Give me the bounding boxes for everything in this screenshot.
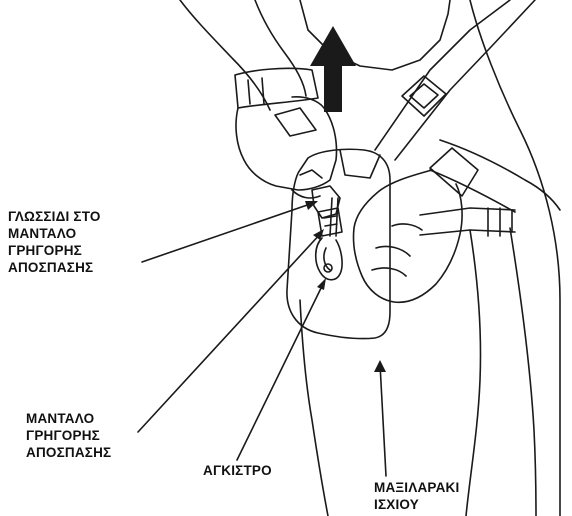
quick-release-buckle-label: ΜΑΝΤΑΛΟ ΓΡΗΓΟΡΗΣ ΑΠΟΣΠΑΣΗΣ xyxy=(26,410,111,461)
leader-hook xyxy=(237,282,324,460)
hip-pad-top-flap xyxy=(340,150,380,178)
body-right-leg xyxy=(466,230,481,516)
shoulder-strap xyxy=(375,0,510,150)
hip-pad-label: ΜΑΞΙΛΑΡΑΚΙ ΙΣΧΙΟΥ xyxy=(374,479,459,513)
hook-label: ΑΓΚΙΣΤΡΟ xyxy=(203,462,272,479)
strap-adjuster xyxy=(402,76,446,116)
leader-pad xyxy=(380,364,386,476)
left-glove xyxy=(236,97,337,190)
quick-release-tab-label: ΓΛΩΣΣΙΔΙ ΣΤΟ ΜΑΝΤΑΛΟ ΓΡΗΓΟΡΗΣ ΑΠΟΣΠΑΣΗΣ xyxy=(8,208,101,276)
left-arm-upper xyxy=(180,0,270,110)
right-glove xyxy=(353,170,462,302)
arrowhead-pad xyxy=(374,360,386,372)
leader-buckle xyxy=(138,232,322,432)
right-arm-lower-edge xyxy=(430,170,515,212)
hook xyxy=(316,238,342,280)
shoulder-strap-edge xyxy=(395,0,535,160)
right-arm xyxy=(440,140,560,210)
arrowhead-hook xyxy=(317,278,326,290)
body-inner-leg xyxy=(510,228,536,516)
